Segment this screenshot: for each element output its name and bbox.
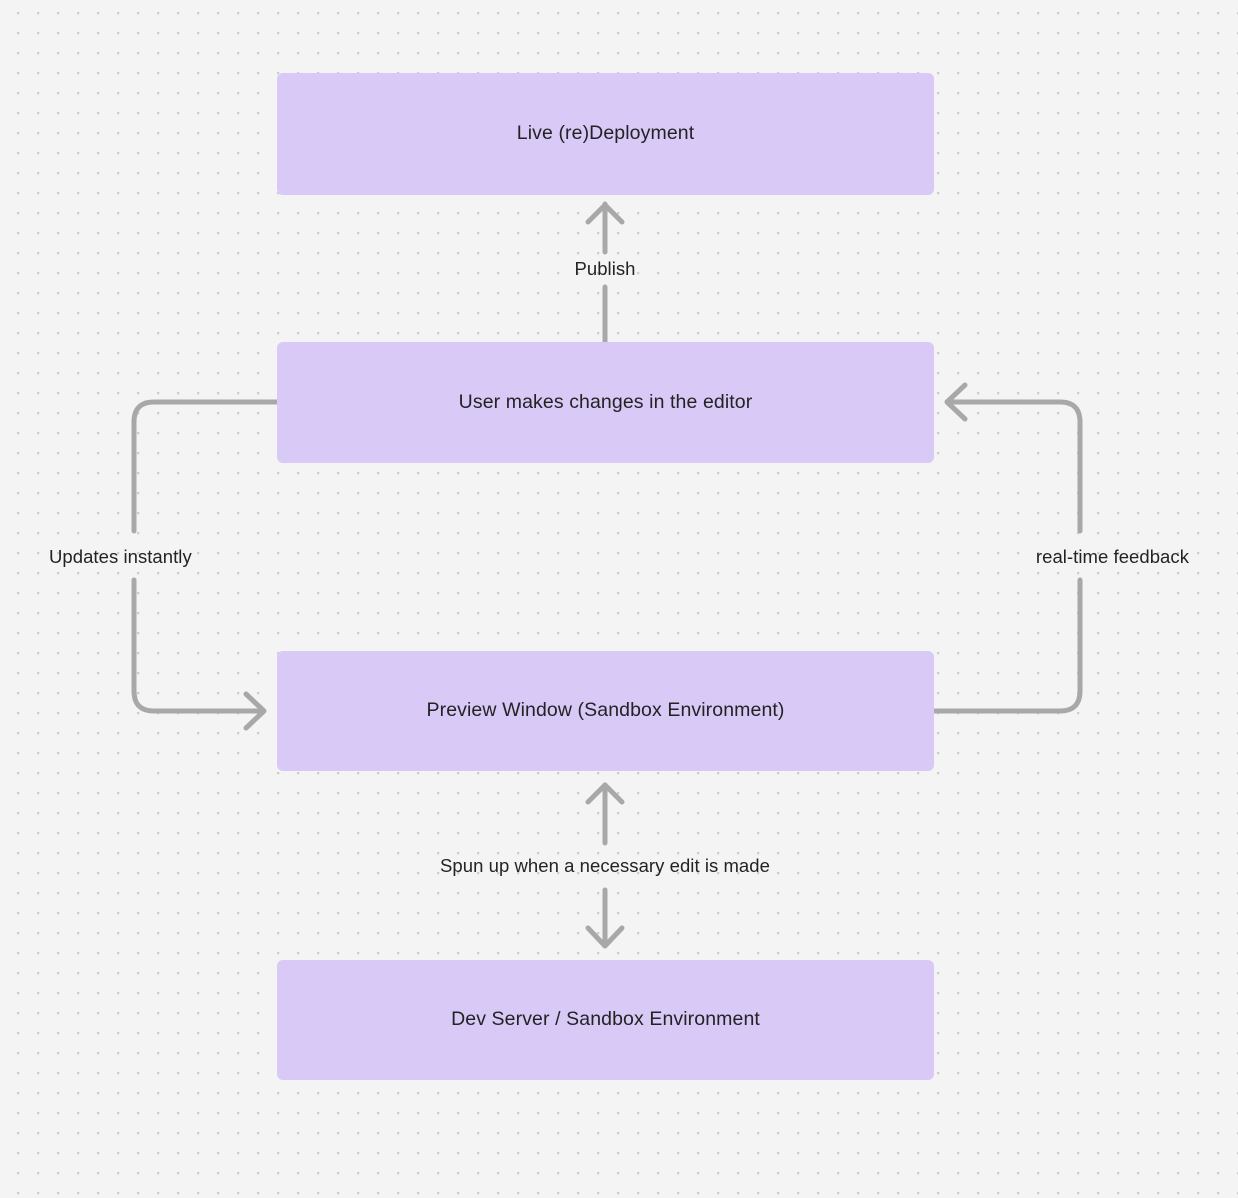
node-user-edits-label: User makes changes in the editor xyxy=(458,390,753,413)
node-user-edits[interactable]: User makes changes in the editor xyxy=(277,342,934,463)
edge-publish-arrowhead-up xyxy=(585,202,625,225)
node-live-deployment-label: Live (re)Deployment xyxy=(516,122,695,145)
edge-feedback-arrowhead-left xyxy=(944,382,968,422)
edge-label-updates-instantly: Updates instantly xyxy=(49,546,192,567)
node-preview-window[interactable]: Preview Window (Sandbox Environment) xyxy=(277,651,934,771)
edge-label-real-time-feedback: real-time feedback xyxy=(1035,546,1189,567)
edge-feedback-upper-segment xyxy=(946,399,1083,534)
edge-updates-upper-segment xyxy=(131,399,280,534)
edge-label-spun-up: Spun up when a necessary edit is made xyxy=(440,854,770,876)
edge-updates-lower-segment xyxy=(131,577,265,714)
node-live-deployment[interactable]: Live (re)Deployment xyxy=(277,73,934,195)
edge-spunup-arrowhead-up xyxy=(585,782,625,805)
edge-feedback-lower-segment xyxy=(931,577,1083,714)
edge-spunup-arrowhead-down xyxy=(585,925,625,949)
edge-updates-arrowhead-right xyxy=(243,691,267,731)
node-dev-server[interactable]: Dev Server / Sandbox Environment xyxy=(277,960,934,1080)
node-dev-server-label: Dev Server / Sandbox Environment xyxy=(451,1008,760,1031)
node-preview-window-label: Preview Window (Sandbox Environment) xyxy=(426,699,785,722)
edge-label-publish: Publish xyxy=(574,257,636,279)
